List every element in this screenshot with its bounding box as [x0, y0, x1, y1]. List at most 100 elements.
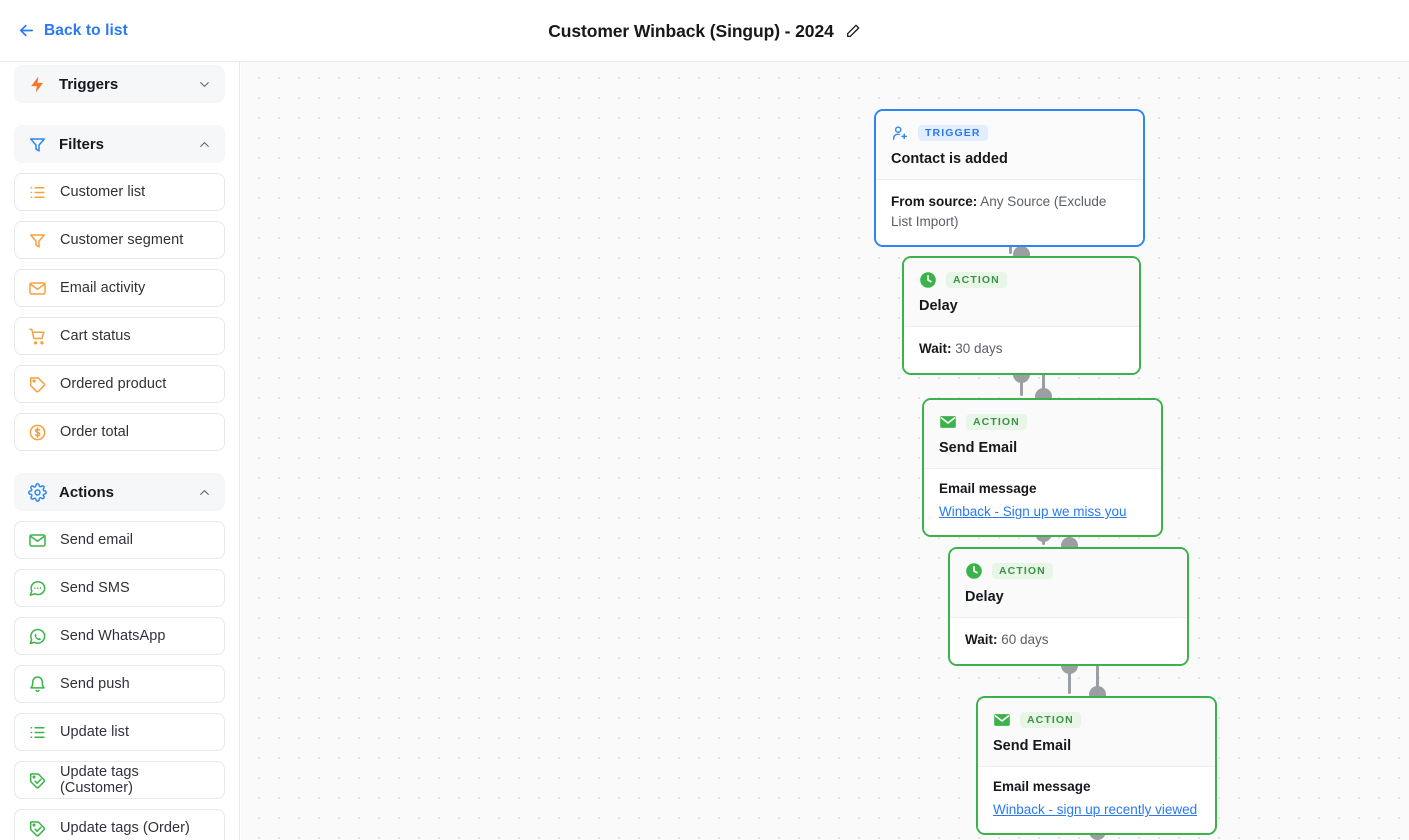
tag-check-icon [29, 820, 46, 836]
node-detail-value: Any Source (Exclude List Import) [891, 194, 1107, 229]
shopping-cart-icon [29, 328, 45, 344]
sidebar-item-label: Send email [60, 532, 134, 548]
connector-line [1068, 665, 1071, 694]
chevron-up-icon [200, 489, 209, 495]
node-badge-row: ACTION [919, 271, 1124, 289]
email-message-link[interactable]: Winback - sign up recently viewed [993, 802, 1198, 817]
arrow-left-icon [19, 24, 34, 37]
sidebar-item-update-list[interactable]: Update list [14, 713, 225, 751]
connector-line [1096, 665, 1099, 694]
sidebar-item-send-whatsapp[interactable]: Send WhatsApp [14, 617, 225, 655]
node-detail-key: From source: [891, 194, 978, 209]
sidebar-item-email-activity[interactable]: Email activity [14, 269, 225, 307]
node-body-label: Email message [993, 779, 1091, 794]
node-type-badge: TRIGGER [918, 124, 988, 142]
node-title: Contact is added [891, 151, 1008, 167]
sidebar-item-label: Customer segment [60, 232, 184, 248]
sidebar-item-label: Cart status [60, 328, 131, 344]
node-badge-row: ACTION [993, 711, 1200, 729]
person-add-icon [892, 126, 908, 141]
node-type-badge: ACTION [966, 413, 1027, 431]
node-type-badge: ACTION [992, 562, 1053, 580]
node-header: ACTION Delay [904, 258, 1139, 326]
node-detail-value: 30 days [955, 341, 1003, 356]
envelope-filled-icon [994, 714, 1010, 726]
sidebar-item-customer-segment[interactable]: Customer segment [14, 221, 225, 259]
gear-icon [28, 482, 47, 502]
sidebar-group-label: Triggers [59, 75, 119, 93]
sidebar-item-ordered-product[interactable]: Ordered product [14, 365, 225, 403]
node-type-badge: ACTION [1020, 711, 1081, 729]
sidebar-item-send-sms[interactable]: Send SMS [14, 569, 225, 607]
back-to-list-button[interactable]: Back to list [18, 22, 128, 40]
node-detail: From source: Any Source (Exclude List Im… [891, 192, 1128, 231]
sidebar-item-label: Send SMS [60, 580, 130, 596]
group-spacer [14, 461, 225, 473]
node-title: Delay [965, 589, 1004, 605]
funnel-filter-icon [30, 137, 45, 152]
pencil-edit-icon[interactable] [845, 23, 861, 39]
sidebar-item-label: Send WhatsApp [60, 628, 166, 644]
list-icon [30, 186, 45, 198]
sidebar-item-label: Customer list [60, 184, 146, 200]
sidebar-item-update-tags-order[interactable]: Update tags (Order) [14, 809, 225, 840]
node-body: Wait: 30 days [904, 326, 1139, 373]
sidebar-item-send-email[interactable]: Send email [14, 521, 225, 559]
sidebar-group-actions[interactable]: Actions [14, 473, 225, 511]
group-spacer [14, 113, 225, 125]
tag-check-icon [29, 772, 46, 788]
sidebar-item-label: Send push [60, 676, 130, 692]
envelope-filled-icon [940, 416, 956, 428]
sidebar-item-label: Order total [60, 424, 130, 440]
sidebar-group-triggers[interactable]: Triggers [14, 65, 225, 103]
top-bar: Back to list Customer Winback (Singup) -… [0, 0, 1409, 62]
sidebar-item-label: Ordered product [60, 376, 167, 392]
back-to-list-label: Back to list [44, 21, 128, 39]
page-title-container: Customer Winback (Singup) - 2024 [0, 0, 1409, 62]
connector-line [1020, 374, 1023, 396]
sidebar-item-cart-status[interactable]: Cart status [14, 317, 225, 355]
node-badge-row: TRIGGER [891, 124, 1128, 142]
node-header: TRIGGER Contact is added [876, 111, 1143, 179]
node-detail-key: Wait: [965, 632, 998, 647]
chevron-up-icon [200, 141, 209, 147]
envelope-icon [29, 281, 46, 295]
sidebar-item-label: Update tags (Customer) [60, 764, 139, 796]
sidebar-item-label: Update list [60, 724, 130, 740]
sidebar-item-send-push[interactable]: Send push [14, 665, 225, 703]
email-message-link[interactable]: Winback - Sign up we miss you [939, 504, 1127, 519]
node-header: ACTION Delay [950, 549, 1187, 617]
sidebar-item-order-total[interactable]: Order total [14, 413, 225, 451]
tag-icon [29, 376, 46, 392]
clock-filled-icon [966, 563, 982, 579]
node-badge-row: ACTION [965, 562, 1172, 580]
bell-icon [30, 675, 45, 692]
node-header: ACTION Send Email [924, 400, 1161, 468]
list-icon [30, 726, 45, 738]
node-type-badge: ACTION [946, 271, 1007, 289]
whatsapp-icon [29, 628, 46, 644]
envelope-icon [29, 533, 46, 547]
node-detail-value: 60 days [1001, 632, 1049, 647]
node-badge-row: ACTION [939, 413, 1146, 431]
sidebar-item-update-tags-customer[interactable]: Update tags (Customer) [14, 761, 225, 799]
lightning-bolt-icon [31, 76, 44, 92]
node-detail: Wait: 60 days [965, 630, 1172, 650]
sidebar-group-filters[interactable]: Filters [14, 125, 225, 163]
dollar-circle-icon [29, 424, 46, 440]
node-title: Delay [919, 298, 958, 314]
sidebar-item-customer-list[interactable]: Customer list [14, 173, 225, 211]
node-title: Send Email [939, 440, 1018, 456]
